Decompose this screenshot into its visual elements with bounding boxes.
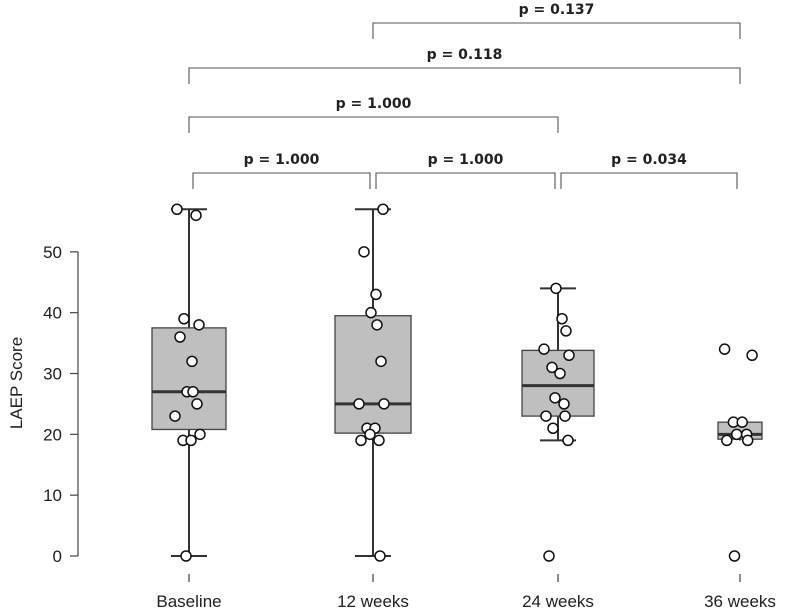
x-tick-label: 36 weeks	[704, 592, 776, 611]
comparison-bracket	[188, 116, 559, 133]
data-point	[543, 550, 555, 562]
data-point	[560, 325, 572, 337]
data-point	[374, 550, 386, 562]
comparison-bracket	[372, 22, 741, 39]
comparison-bracket	[192, 172, 371, 189]
box-iqr	[151, 327, 227, 431]
p-value-label: p = 0.034	[611, 152, 687, 168]
data-point	[736, 416, 748, 428]
data-point	[562, 434, 574, 447]
box-iqr	[521, 349, 595, 417]
x-axis: Baseline 12 weeks 24 weeks 36 weeks	[156, 574, 776, 611]
y-tick-label: 0	[53, 547, 62, 566]
data-point	[174, 331, 186, 343]
y-tick-label: 40	[43, 304, 62, 323]
data-point	[728, 550, 741, 562]
data-point	[358, 246, 370, 258]
p-value-label: p = 0.118	[427, 47, 503, 63]
y-tick-label: 30	[43, 365, 62, 384]
data-point	[559, 410, 571, 422]
box-group	[521, 287, 595, 442]
y-tick-label: 20	[43, 425, 62, 444]
y-axis-title: LAEP Score	[7, 337, 26, 429]
data-point	[365, 306, 377, 319]
data-point	[373, 434, 385, 447]
data-point	[550, 282, 562, 295]
data-point	[556, 313, 568, 325]
data-point	[186, 355, 198, 368]
comparison-brackets: p = 1.000 p = 1.000 p = 0.034 p = 1.000 p = …	[188, 2, 741, 189]
data-point	[178, 313, 190, 325]
y-axis: 0 10 20 30 40 50	[43, 243, 79, 566]
data-point	[353, 398, 365, 410]
data-point	[169, 410, 181, 422]
y-tick-label: 50	[43, 243, 62, 262]
data-point	[185, 434, 197, 447]
data-point	[371, 319, 383, 331]
data-point	[746, 349, 758, 361]
data-point	[554, 367, 566, 380]
p-value-label: p = 1.000	[336, 96, 412, 112]
data-point	[355, 434, 367, 447]
data-point	[370, 288, 382, 301]
data-point	[194, 428, 206, 441]
box-group	[334, 208, 412, 557]
comparison-bracket	[188, 67, 741, 84]
box-plots	[151, 208, 763, 557]
data-point	[563, 349, 575, 361]
data-point	[187, 386, 199, 398]
data-point	[190, 209, 202, 222]
x-tick-label: Baseline	[156, 592, 221, 611]
data-point	[377, 203, 389, 215]
p-value-label: p = 0.137	[519, 2, 595, 18]
data-point	[378, 398, 390, 410]
data-point	[741, 434, 754, 447]
data-point	[549, 392, 561, 404]
p-value-label: p = 1.000	[428, 152, 504, 168]
data-point	[558, 398, 570, 410]
box-iqr	[334, 315, 412, 434]
data-point	[718, 343, 731, 355]
p-value-label: p = 1.000	[244, 152, 320, 168]
comparison-bracket	[560, 172, 738, 189]
data-points	[169, 203, 758, 562]
data-point	[180, 550, 192, 562]
data-point	[193, 319, 205, 331]
data-point	[538, 343, 550, 355]
data-point	[730, 428, 743, 441]
data-point	[546, 361, 558, 374]
x-tick-label: 12 weeks	[337, 592, 409, 611]
box-group	[151, 208, 227, 557]
data-point	[547, 422, 559, 434]
data-point	[540, 410, 552, 422]
comparison-bracket	[375, 172, 556, 189]
y-tick-label: 10	[43, 486, 62, 505]
data-point	[171, 203, 183, 215]
data-point	[191, 398, 203, 410]
data-point	[721, 434, 733, 447]
data-point	[375, 355, 387, 368]
data-point	[364, 428, 376, 441]
x-tick-label: 24 weeks	[522, 592, 594, 611]
